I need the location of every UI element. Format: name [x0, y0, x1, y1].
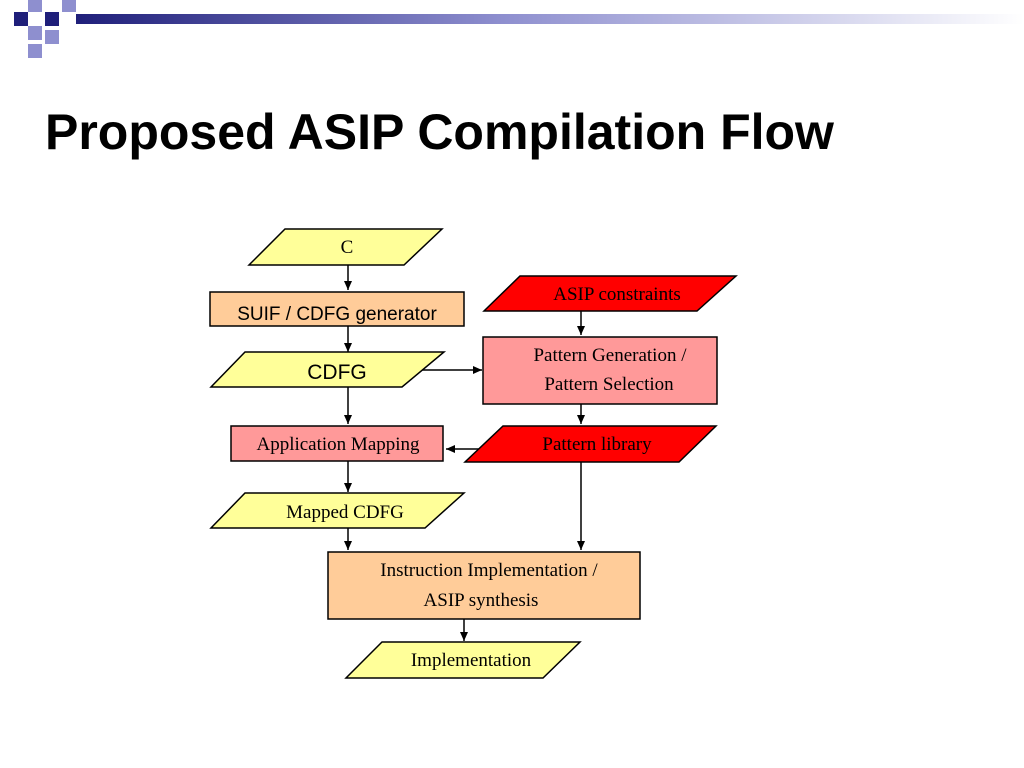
node-asip-constraints: ASIP constraints — [482, 275, 738, 312]
page-title: Proposed ASIP Compilation Flow — [45, 104, 834, 160]
deco-square-periwinkle-bottom — [28, 44, 42, 58]
node-c-shape — [247, 228, 444, 266]
node-pattern-library: Pattern library — [463, 425, 718, 463]
node-asip-constraints-shape — [482, 275, 738, 312]
node-cdfg-shape — [209, 351, 447, 388]
node-suif-label: SUIF / CDFG generator — [237, 304, 437, 325]
node-implementation: Implementation — [344, 641, 582, 679]
node-instruction-implementation: Instruction Implementation / ASIP synthe… — [327, 551, 641, 620]
node-instruction-implementation-line1: Instruction Implementation / — [380, 560, 598, 581]
node-implementation-shape — [344, 641, 582, 679]
node-pattern-generation-line1: Pattern Generation / — [533, 345, 687, 366]
deco-square-periwinkle-mid — [28, 26, 42, 40]
node-asip-constraints-label: ASIP constraints — [553, 284, 681, 305]
node-instruction-implementation-shape — [327, 551, 641, 620]
node-implementation-label: Implementation — [411, 650, 532, 671]
header-gradient-bar — [76, 14, 1024, 24]
node-instruction-implementation-line2: ASIP synthesis — [424, 590, 539, 611]
deco-square-navy — [14, 12, 28, 26]
node-c: C — [247, 228, 444, 266]
deco-square-periwinkle-right — [45, 30, 59, 44]
node-application-mapping: Application Mapping — [230, 425, 444, 462]
node-suif: SUIF / CDFG generator — [209, 291, 465, 327]
deco-square-navy-right — [45, 12, 59, 26]
node-application-mapping-label: Application Mapping — [256, 434, 420, 455]
node-c-label: C — [341, 237, 354, 258]
node-mapped-cdfg: Mapped CDFG — [209, 492, 466, 529]
node-cdfg: CDFG — [209, 351, 447, 388]
node-cdfg-label: CDFG — [307, 361, 367, 384]
node-pattern-library-shape — [463, 425, 718, 463]
node-pattern-library-label: Pattern library — [542, 434, 652, 455]
node-mapped-cdfg-shape — [209, 492, 466, 529]
node-pattern-generation: Pattern Generation / Pattern Selection — [482, 336, 718, 405]
corner-decoration — [14, 0, 76, 58]
node-suif-shape — [209, 291, 465, 327]
deco-square-periwinkle-far — [62, 0, 76, 12]
node-pattern-generation-line2: Pattern Selection — [544, 374, 674, 395]
node-application-mapping-shape — [230, 425, 444, 462]
deco-square-periwinkle-top — [28, 0, 42, 12]
header-gradient-line — [76, 14, 1024, 24]
node-mapped-cdfg-label: Mapped CDFG — [286, 502, 404, 523]
node-pattern-generation-shape — [482, 336, 718, 405]
